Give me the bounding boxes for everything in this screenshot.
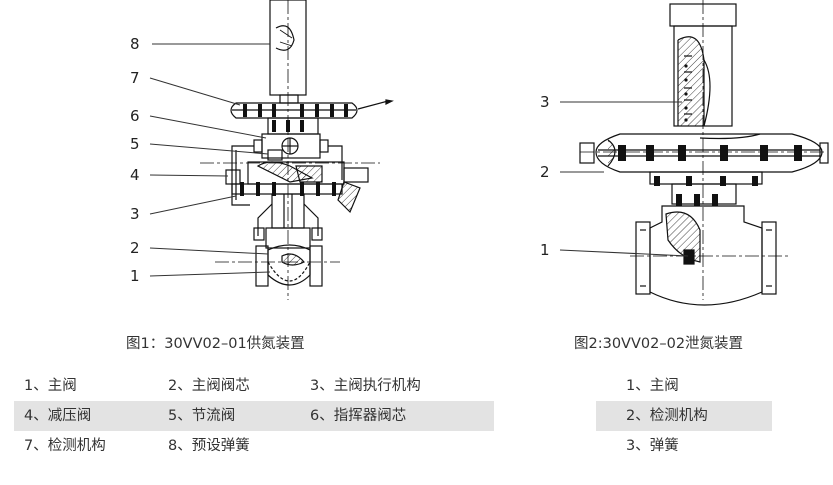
legend-item: 7、检测机构 bbox=[24, 438, 106, 454]
legend-item: 4、减压阀 bbox=[24, 408, 92, 424]
figure2-callouts: 3 2 1 bbox=[540, 93, 550, 259]
figure1-caption: 图1：30VV02–01供氮装置 bbox=[126, 336, 305, 352]
callout-3: 3 bbox=[540, 93, 550, 111]
legend-row: 7、检测机构 8、预设弹簧 bbox=[14, 431, 494, 461]
figure2-caption: 图2:30VV02–02泄氮装置 bbox=[574, 336, 744, 352]
callout-2: 2 bbox=[540, 163, 550, 181]
legend-row: 1、主阀 2、主阀阀芯 3、主阀执行机构 bbox=[14, 371, 494, 401]
figure2-leaders bbox=[559, 101, 689, 257]
callout-7: 7 bbox=[130, 69, 140, 87]
legend-item: 3、弹簧 bbox=[626, 438, 679, 454]
callout-3: 3 bbox=[130, 205, 140, 223]
legend-item: 5、节流阀 bbox=[168, 408, 236, 424]
legend-row: 1、主阀 bbox=[596, 371, 772, 401]
callout-4: 4 bbox=[130, 166, 140, 184]
legend-item: 1、主阀 bbox=[626, 378, 679, 394]
legend-item: 6、指挥器阀芯 bbox=[310, 408, 407, 424]
figure1-callouts: 8 7 6 5 4 3 2 1 bbox=[130, 35, 140, 285]
callout-6: 6 bbox=[130, 107, 140, 125]
figure1-leaders bbox=[149, 43, 271, 277]
figure1-legend: 1、主阀 2、主阀阀芯 3、主阀执行机构 4、减压阀 5、节流阀 6、指挥器阀芯… bbox=[14, 371, 494, 461]
callout-1: 1 bbox=[540, 241, 550, 259]
callout-2: 2 bbox=[130, 239, 140, 257]
legend-item bbox=[310, 431, 480, 461]
legend-row: 3、弹簧 bbox=[596, 431, 772, 461]
legend-row: 2、检测机构 bbox=[596, 401, 772, 431]
figure2-drawing bbox=[579, 0, 829, 306]
legend-row: 4、减压阀 5、节流阀 6、指挥器阀芯 bbox=[14, 401, 494, 431]
figure2-legend: 1、主阀 2、检测机构 3、弹簧 bbox=[596, 371, 772, 461]
callout-1: 1 bbox=[130, 267, 140, 285]
legend-item: 2、主阀阀芯 bbox=[168, 378, 250, 394]
legend-item: 8、预设弹簧 bbox=[168, 438, 250, 454]
legend-item: 2、检测机构 bbox=[626, 408, 708, 424]
legend-item: 1、主阀 bbox=[24, 378, 77, 394]
callout-8: 8 bbox=[130, 35, 140, 53]
legend-item: 3、主阀执行机构 bbox=[310, 378, 421, 394]
callout-5: 5 bbox=[130, 135, 140, 153]
figure1-drawing bbox=[200, 0, 394, 300]
